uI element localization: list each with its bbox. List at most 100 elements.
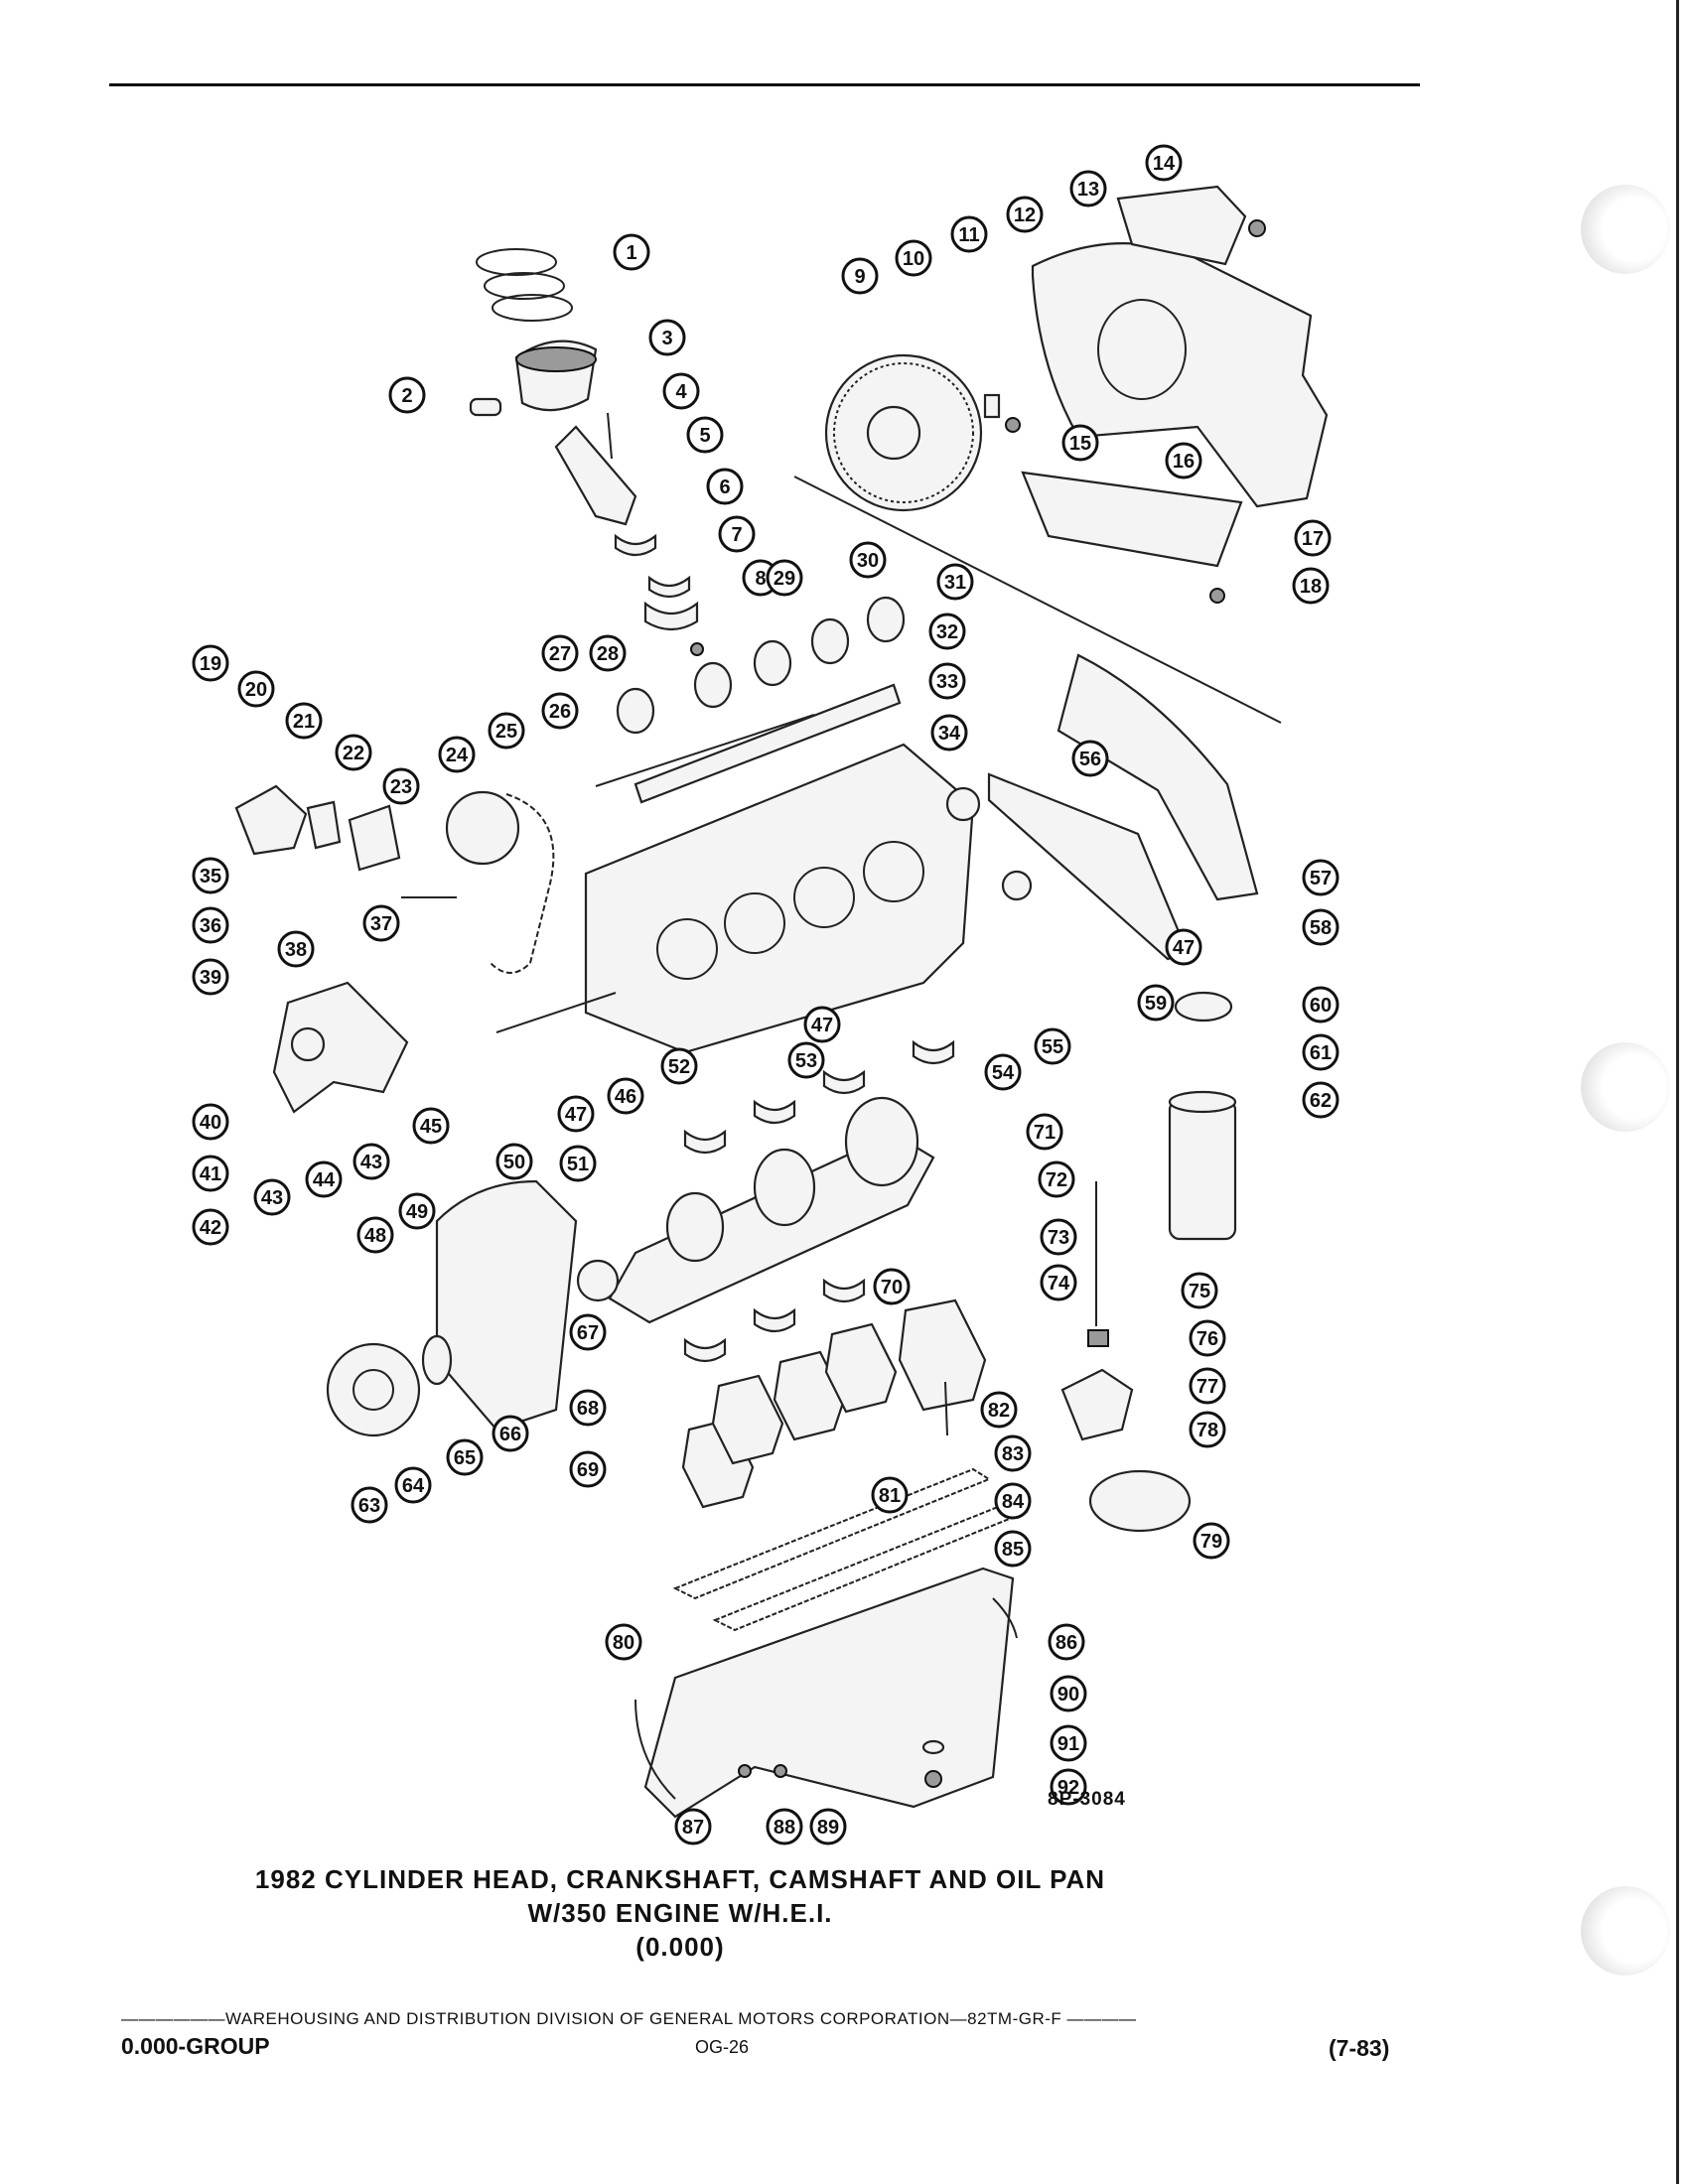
callout-circle bbox=[994, 1530, 1032, 1568]
callout-23: 23 bbox=[382, 767, 420, 805]
cover-screw bbox=[1209, 588, 1225, 604]
callout-79: 79 bbox=[1193, 1522, 1230, 1560]
callout-1: 1 bbox=[613, 233, 650, 271]
callout-number: 74 bbox=[1048, 1273, 1070, 1295]
callout-circle bbox=[1050, 1675, 1087, 1712]
callout-circle bbox=[936, 563, 974, 601]
cam-bearing bbox=[810, 617, 850, 665]
callout-number: 78 bbox=[1197, 1420, 1218, 1441]
cover-bolt bbox=[1248, 219, 1266, 237]
callout-number: 56 bbox=[1079, 749, 1101, 770]
callout-47: 47 bbox=[1165, 928, 1202, 966]
main-bearing bbox=[822, 1069, 866, 1095]
timing-cover bbox=[435, 1179, 578, 1432]
callout-82: 82 bbox=[980, 1391, 1018, 1429]
callout-number: 6 bbox=[719, 477, 730, 498]
callout-number: 41 bbox=[200, 1163, 221, 1185]
callout-number: 24 bbox=[446, 745, 469, 766]
callout-circle bbox=[605, 1623, 642, 1661]
timing-chain bbox=[490, 793, 555, 974]
callout-circle bbox=[438, 736, 476, 773]
rod-bolt bbox=[607, 412, 613, 460]
callout-circle bbox=[557, 1095, 595, 1133]
callout-circle bbox=[1302, 908, 1339, 946]
callout-45: 45 bbox=[412, 1107, 450, 1145]
callout-51: 51 bbox=[559, 1145, 597, 1182]
callout-number: 43 bbox=[261, 1187, 283, 1209]
callout-circle bbox=[237, 670, 275, 708]
callout-number: 61 bbox=[1310, 1042, 1332, 1064]
callout-circle bbox=[766, 1808, 803, 1845]
callout-number: 82 bbox=[988, 1400, 1010, 1422]
callout-number: 59 bbox=[1145, 993, 1167, 1015]
callout-number: 47 bbox=[811, 1015, 833, 1036]
callout-circle bbox=[488, 712, 525, 750]
callout-47: 47 bbox=[557, 1095, 595, 1133]
callout-circle bbox=[1181, 1272, 1218, 1309]
callout-number: 60 bbox=[1310, 995, 1332, 1017]
footer-group: 0.000-GROUP bbox=[121, 2033, 270, 2059]
oil-pan-gasket bbox=[712, 1499, 1032, 1632]
callout-layer: 1234567891011121314151617181920212223242… bbox=[192, 144, 1339, 1845]
callout-12: 12 bbox=[1006, 196, 1044, 233]
alignment-line bbox=[793, 476, 1282, 724]
callout-number: 80 bbox=[613, 1632, 634, 1654]
callout-53: 53 bbox=[787, 1041, 825, 1079]
crank-counterweight bbox=[844, 1096, 919, 1187]
fuel-pump-plate bbox=[348, 804, 401, 872]
rod-nut bbox=[690, 642, 704, 656]
callout-38: 38 bbox=[277, 930, 315, 968]
callout-number: 54 bbox=[992, 1062, 1015, 1084]
expansion-plug bbox=[945, 786, 981, 822]
callout-85: 85 bbox=[994, 1530, 1032, 1568]
callout-number: 37 bbox=[370, 913, 392, 935]
callout-75: 75 bbox=[1181, 1272, 1218, 1309]
callout-74: 74 bbox=[1040, 1264, 1077, 1301]
punch-hole-middle bbox=[1581, 1042, 1670, 1132]
callout-6: 6 bbox=[706, 468, 744, 505]
callout-36: 36 bbox=[192, 906, 229, 944]
callout-34: 34 bbox=[930, 714, 968, 751]
callout-circle bbox=[1165, 442, 1202, 479]
callout-25: 25 bbox=[488, 712, 525, 750]
callout-7: 7 bbox=[718, 515, 756, 553]
callout-number: 22 bbox=[343, 743, 364, 764]
drain-plug-washer bbox=[921, 1739, 945, 1755]
callout-number: 75 bbox=[1189, 1281, 1210, 1302]
callout-number: 19 bbox=[200, 653, 221, 675]
oil-pump bbox=[1060, 1368, 1134, 1441]
punch-hole-top bbox=[1581, 185, 1670, 274]
main-bearing-lower bbox=[822, 1278, 866, 1303]
callout-circle bbox=[895, 239, 932, 277]
callout-number: 30 bbox=[857, 550, 879, 572]
callout-circle bbox=[1050, 1724, 1087, 1762]
crank-counterweight bbox=[665, 1191, 725, 1263]
callout-circle bbox=[305, 1160, 343, 1198]
front-seal bbox=[421, 1334, 453, 1386]
callout-number: 42 bbox=[200, 1217, 221, 1239]
callout-number: 14 bbox=[1153, 153, 1176, 175]
callout-circle bbox=[446, 1438, 484, 1476]
crank-counterweight bbox=[753, 1148, 816, 1227]
engine-rear-plate bbox=[1056, 653, 1259, 901]
rear-seal-retainer bbox=[987, 772, 1190, 961]
callout-circle bbox=[930, 714, 968, 751]
callout-number: 92 bbox=[1057, 1777, 1079, 1799]
callout-circle bbox=[871, 1476, 909, 1514]
callout-number: 58 bbox=[1310, 917, 1332, 939]
callout-number: 77 bbox=[1197, 1376, 1218, 1398]
callout-number: 7 bbox=[731, 524, 742, 546]
callout-number: 10 bbox=[903, 248, 924, 270]
callout-number: 46 bbox=[615, 1086, 636, 1108]
callout-29: 29 bbox=[766, 559, 803, 597]
callout-circle bbox=[1294, 519, 1332, 557]
exploded-engine-diagram: 1234567891011121314151617181920212223242… bbox=[192, 144, 1339, 1845]
callout-15: 15 bbox=[1061, 424, 1099, 462]
callout-circle bbox=[192, 857, 229, 894]
callout-circle bbox=[950, 215, 988, 253]
pan-bolt bbox=[774, 1764, 787, 1778]
callout-number: 47 bbox=[1173, 937, 1195, 959]
callout-number: 47 bbox=[565, 1104, 587, 1126]
callout-43: 43 bbox=[253, 1178, 291, 1216]
